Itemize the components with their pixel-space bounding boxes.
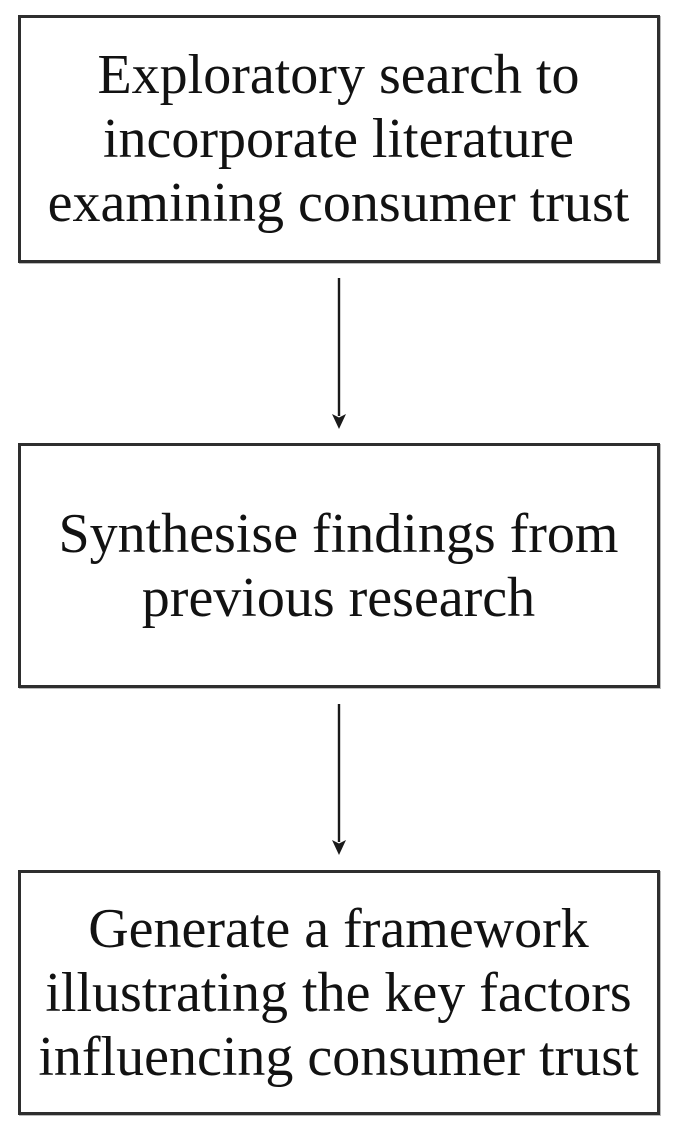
label-line: influencing consumer trust — [38, 1025, 639, 1088]
down-arrow-icon — [331, 278, 346, 429]
label-line: previous research — [141, 566, 536, 629]
flow-step-1-label: Exploratory search to incorporate litera… — [48, 43, 630, 235]
flow-step-3-label: Generate a framework illustrating the ke… — [38, 897, 638, 1089]
down-arrow-icon — [331, 704, 346, 855]
flow-step-2-label: Synthesise findings from previous resear… — [59, 502, 619, 630]
flow-step-synthesise-findings: Synthesise findings from previous resear… — [17, 443, 660, 688]
flow-step-generate-framework: Generate a framework illustrating the ke… — [17, 870, 660, 1115]
label-line: incorporate literature — [102, 108, 575, 170]
label-line: Generate a framework — [88, 897, 589, 960]
label-line: Synthesise findings from — [58, 502, 619, 565]
label-line: examining consumer trust — [47, 172, 630, 234]
label-line: Exploratory search to — [97, 44, 580, 106]
connector-step1-to-step2 — [0, 263, 677, 443]
label-line: illustrating the key factors — [45, 961, 632, 1024]
flow-step-exploratory-search: Exploratory search to incorporate litera… — [17, 15, 660, 263]
connector-step2-to-step3 — [0, 688, 677, 870]
